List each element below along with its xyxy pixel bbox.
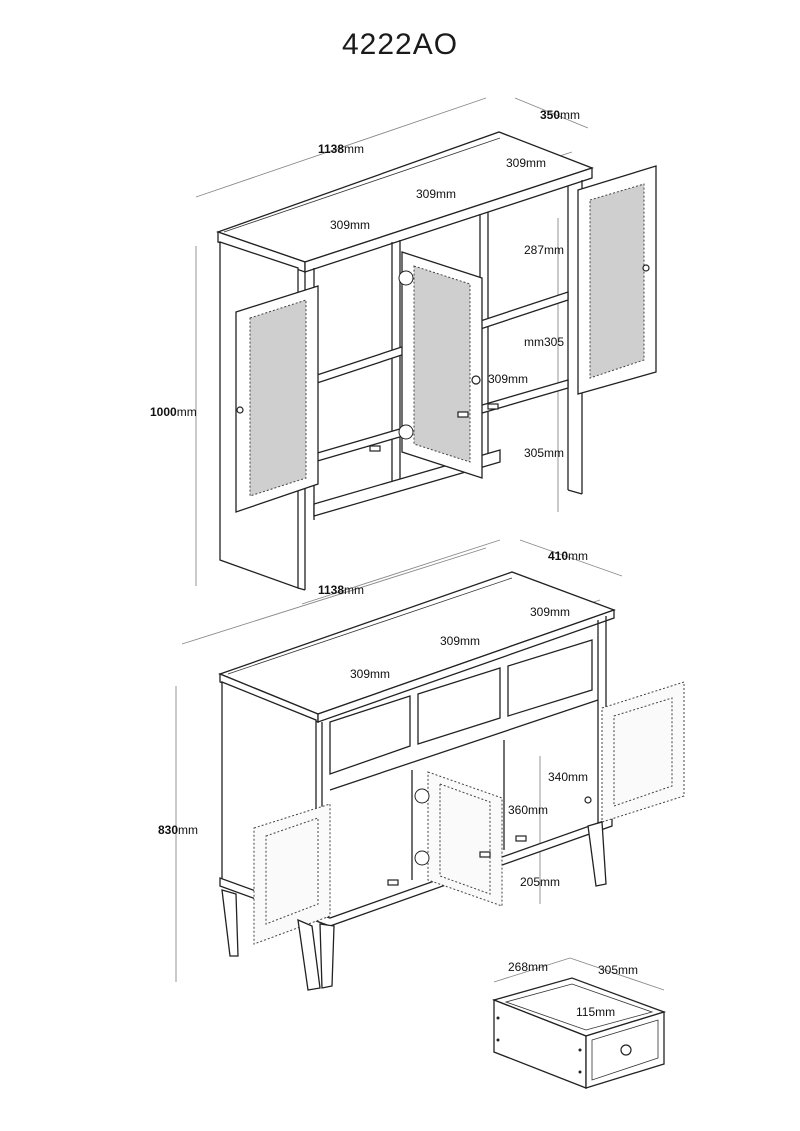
label-top-comp-left: 309mm	[330, 218, 370, 232]
lower-leg-back-left	[221, 889, 239, 957]
door-knob-icon	[515, 835, 527, 842]
upper-middle-door-glass	[413, 265, 471, 463]
label-top-shelf-mid: mm305	[524, 335, 564, 349]
label-bottom-width: 1138mm	[318, 583, 364, 597]
lower-left-door-panel	[265, 817, 319, 925]
label-top-shelf-upper: 287mm	[524, 243, 564, 257]
label-bottom-cab-lower: 205mm	[520, 875, 560, 889]
label-bottom-depth: 410mm	[548, 549, 588, 563]
lower-drawer-rail	[329, 699, 599, 791]
drawer-screw-icon	[496, 1038, 500, 1042]
lower-middle-door	[427, 771, 503, 907]
label-bottom-drawer-right: 309mm	[530, 605, 570, 619]
label-top-width: 1138mm	[318, 142, 364, 156]
dim-line-top-bottom	[301, 539, 501, 605]
lower-top-side-edge	[317, 609, 615, 723]
drawer-screw-icon	[496, 1016, 500, 1020]
upper-top-bevel	[223, 137, 501, 233]
dim-line-drawer-width	[569, 957, 665, 991]
drawer-inner-rim	[504, 983, 654, 1031]
lower-right-door	[601, 681, 685, 823]
drawer-front-panel	[591, 1019, 659, 1081]
dim-line-bottom-depth	[519, 539, 623, 577]
lower-drawer-mid	[417, 667, 501, 745]
lower-leg-front-right	[587, 821, 607, 887]
dim-line-drawer-depth	[493, 957, 571, 983]
diagram-title: 4222AO	[341, 28, 459, 61]
lower-drawer-right	[507, 639, 593, 717]
lower-leg-front-left-inner	[319, 923, 335, 989]
label-top-door-width: 309mm	[488, 372, 528, 386]
upper-right-foot	[567, 489, 583, 495]
upper-right-door-glass	[589, 183, 645, 379]
drawer-detail	[491, 957, 667, 1089]
label-top-comp-right: 309mm	[506, 156, 546, 170]
door-knob-icon	[584, 796, 592, 804]
dim-line-top-depth	[514, 97, 589, 129]
door-knob-icon	[387, 879, 399, 886]
label-top-height: 1000mm	[150, 405, 197, 419]
label-bottom-drawer-mid: 309mm	[440, 634, 480, 648]
upper-hutch	[195, 97, 657, 605]
upper-top-side-edge	[304, 167, 593, 273]
door-hinge-icon	[414, 788, 430, 804]
lower-drawer-left	[329, 695, 411, 775]
label-bottom-height: 830mm	[158, 823, 198, 837]
door-knob-icon	[471, 375, 481, 385]
door-hinge-icon	[398, 424, 414, 440]
label-drawer-depth: 268mm	[508, 960, 548, 974]
label-top-comp-mid: 309mm	[416, 187, 456, 201]
label-top-shelf-lower: 305mm	[524, 446, 564, 460]
drawer-knob-icon	[620, 1044, 632, 1056]
lower-top-bevel	[227, 577, 513, 675]
door-hinge-icon	[414, 850, 430, 866]
label-bottom-cab-upper: 340mm	[548, 770, 588, 784]
door-knob-icon	[487, 403, 499, 410]
label-drawer-height: 115mm	[576, 1005, 615, 1019]
door-knob-icon	[457, 411, 469, 418]
drawer-screw-icon	[578, 1070, 582, 1074]
upper-left-door-glass	[249, 299, 307, 497]
lower-right-door-panel	[613, 697, 673, 807]
drawer-screw-icon	[578, 1048, 582, 1052]
door-knob-icon	[642, 264, 650, 272]
label-drawer-width: 305mm	[598, 963, 638, 977]
label-bottom-drawer-left: 309mm	[350, 667, 390, 681]
lower-leg-front-left	[297, 918, 321, 991]
label-bottom-cab-mid: 360mm	[508, 803, 548, 817]
dim-line-top-width	[195, 97, 487, 198]
door-knob-icon	[369, 445, 381, 452]
lower-middle-door-panel	[439, 783, 491, 895]
lower-left-door	[253, 803, 331, 945]
door-knob-icon	[479, 851, 491, 858]
dim-line-bottom-width	[181, 547, 487, 645]
upper-left-foot	[297, 587, 306, 591]
label-top-depth: 350mm	[540, 108, 580, 122]
door-hinge-icon	[398, 270, 414, 286]
lower-sideboard	[175, 539, 685, 991]
door-knob-icon	[236, 406, 244, 414]
